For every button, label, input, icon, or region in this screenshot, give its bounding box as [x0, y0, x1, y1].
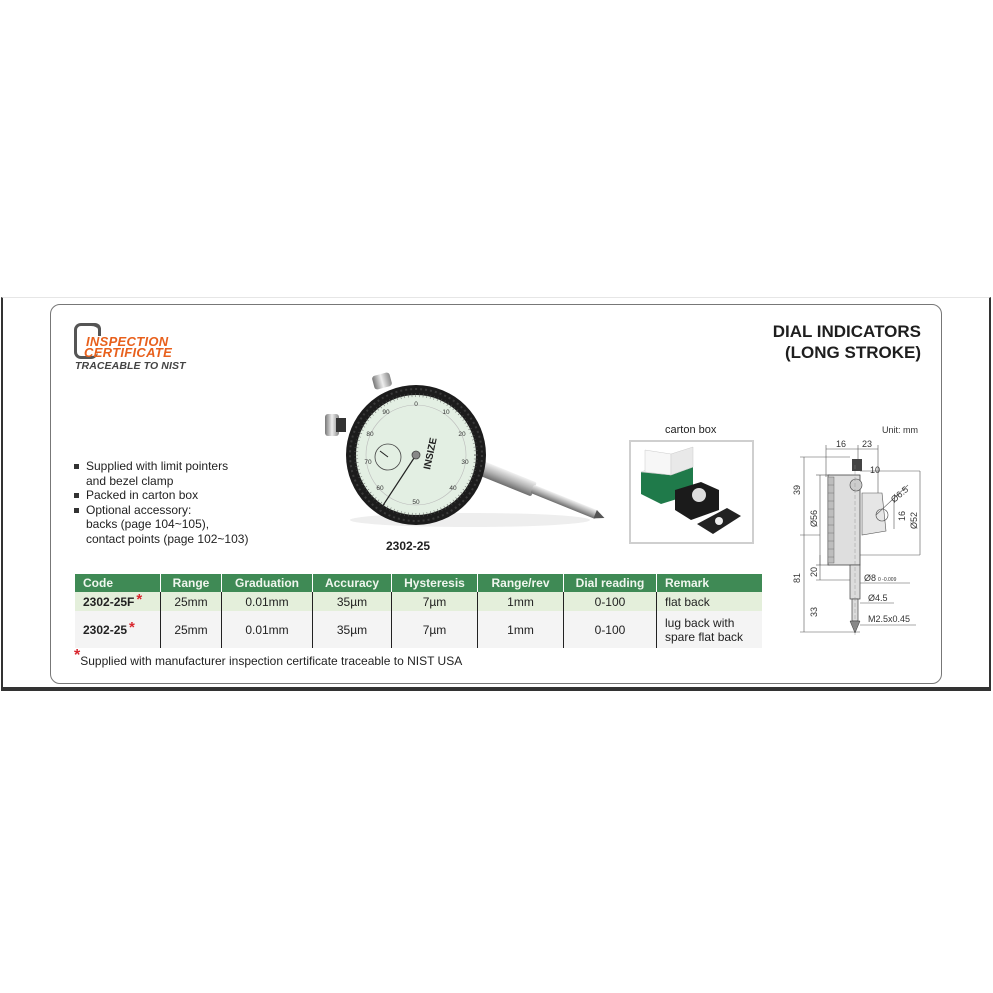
- carton-box-label: carton box: [665, 424, 717, 436]
- svg-text:70: 70: [364, 459, 372, 466]
- col-hysteresis: Hysteresis: [391, 574, 478, 592]
- outer-frame: [1, 297, 991, 691]
- dim-6-5: Ø6.5: [889, 484, 910, 504]
- svg-text:50: 50: [412, 499, 420, 506]
- cell-dial-reading: 0-100: [563, 611, 657, 648]
- dim-thread: M2.5x0.45: [868, 614, 910, 624]
- footnote: *Supplied with manufacturer inspection c…: [74, 647, 463, 670]
- svg-text:90: 90: [382, 409, 390, 416]
- dim-10: 10: [870, 465, 880, 475]
- logo-line-traceable: TRACEABLE TO NIST: [75, 360, 186, 372]
- carton-box-icon: [640, 446, 741, 534]
- logo-bracket-icon: [74, 323, 101, 359]
- title-line-2: (LONG STROKE): [785, 343, 921, 362]
- dim-52: Ø52: [909, 512, 919, 529]
- cell-range-rev: 1mm: [477, 592, 564, 611]
- cell-range-rev: 1mm: [477, 611, 564, 648]
- table-row: 2302-25F* 25mm 0.01mm 35µm 7µm 1mm 0-100…: [75, 591, 762, 611]
- technical-drawing: 16 23 10 39 Ø56 Ø6.5 16 Ø52 81 20 Ø8 0 -…: [792, 439, 921, 635]
- page-title: DIAL INDICATORS (LONG STROKE): [773, 321, 921, 363]
- dial-indicator-image: 0 10 20 30 40 50 60 70 80 90 INSIZE: [325, 372, 605, 527]
- dim-16: 16: [836, 439, 846, 449]
- col-code: Code: [75, 574, 161, 592]
- spec-table: Code Range Graduation Accuracy Hysteresi…: [75, 574, 762, 648]
- dim-20: 20: [809, 567, 819, 577]
- svg-text:20: 20: [458, 431, 466, 438]
- cell-code: 2302-25F*: [75, 591, 161, 611]
- logo-line-inspection: INSPECTION: [86, 334, 169, 349]
- col-graduation: Graduation: [221, 574, 313, 592]
- svg-text:30: 30: [461, 459, 469, 466]
- svg-text:40: 40: [449, 485, 457, 492]
- cell-range: 25mm: [160, 611, 222, 648]
- asterisk-icon: *: [136, 591, 143, 608]
- svg-text:10: 10: [442, 409, 450, 416]
- dim-8: Ø8: [864, 573, 876, 583]
- unit-label: Unit: mm: [882, 425, 918, 435]
- col-range-rev: Range/rev: [477, 574, 564, 592]
- title-line-1: DIAL INDICATORS: [772, 322, 921, 341]
- product-caption: 2302-25: [386, 539, 431, 553]
- col-dial-reading: Dial reading: [563, 574, 657, 592]
- feature-item: Packed in carton box: [73, 488, 248, 503]
- cell-remark: flat back: [656, 592, 762, 611]
- cell-accuracy: 35µm: [312, 592, 392, 611]
- table-header-row: Code Range Graduation Accuracy Hysteresi…: [75, 574, 762, 592]
- feature-item: Optional accessory:backs (page 104~105),…: [73, 503, 248, 547]
- footnote-text: Supplied with manufacturer inspection ce…: [80, 654, 463, 668]
- col-range: Range: [160, 574, 222, 592]
- asterisk-icon: *: [129, 618, 135, 636]
- dim-39: 39: [792, 485, 802, 495]
- cell-graduation: 0.01mm: [221, 592, 313, 611]
- carton-box-image: [629, 440, 754, 544]
- col-accuracy: Accuracy: [312, 574, 392, 592]
- dim-4-5: Ø4.5: [868, 593, 888, 603]
- cell-range: 25mm: [160, 592, 222, 611]
- dim-23: 23: [862, 439, 872, 449]
- dim-56: Ø56: [809, 510, 819, 527]
- table-row: 2302-25* 25mm 0.01mm 35µm 7µm 1mm 0-100 …: [75, 611, 762, 648]
- dim-16-vertical: 16: [897, 511, 907, 521]
- cell-hysteresis: 7µm: [391, 611, 478, 648]
- cell-accuracy: 35µm: [312, 611, 392, 648]
- svg-text:80: 80: [366, 431, 374, 438]
- svg-text:60: 60: [376, 485, 384, 492]
- asterisk-icon: *: [74, 647, 81, 664]
- logo-line-certificate: CERTIFICATE: [84, 345, 173, 360]
- cell-dial-reading: 0-100: [563, 592, 657, 611]
- cell-code: 2302-25*: [75, 611, 161, 648]
- cell-hysteresis: 7µm: [391, 592, 478, 611]
- dim-8-tolerance: 0 -0.009: [878, 577, 897, 583]
- dim-81: 81: [792, 573, 802, 583]
- dim-33: 33: [809, 607, 819, 617]
- cell-graduation: 0.01mm: [221, 611, 313, 648]
- svg-text:0: 0: [414, 401, 418, 408]
- col-remark: Remark: [656, 574, 762, 592]
